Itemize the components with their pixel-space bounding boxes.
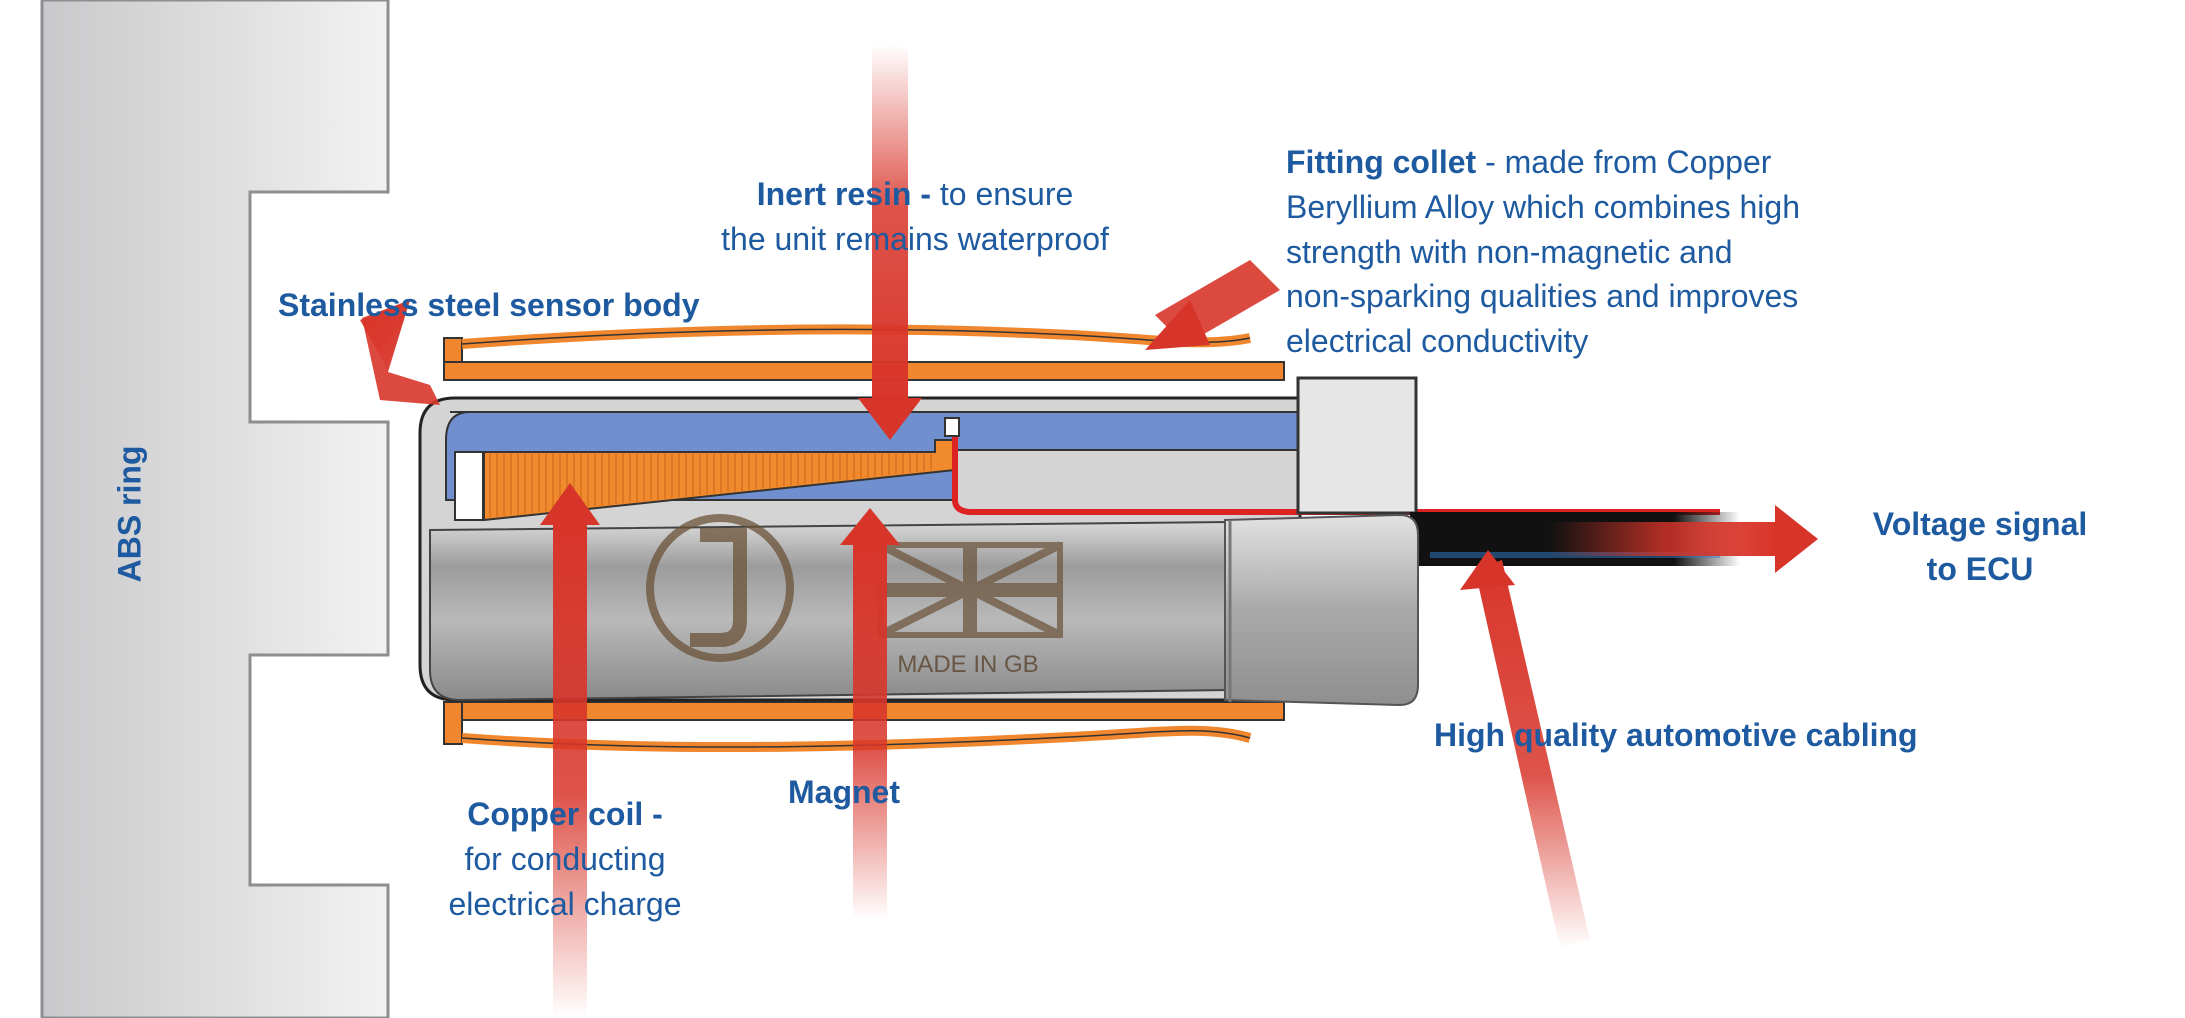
- sensor-cylinder: [429, 520, 1231, 702]
- arrow-voltage-signal: [1550, 505, 1818, 573]
- arrow-sensor-body: [360, 300, 440, 405]
- arrow-magnet: [840, 508, 900, 920]
- label-copper-coil: Copper coil - for conducting electrical …: [400, 792, 730, 926]
- label-voltage-signal: Voltage signal to ECU: [1830, 502, 2130, 592]
- coil-title: Copper coil -: [467, 796, 663, 832]
- collet-line3: strength with non-magnetic and: [1286, 233, 1733, 270]
- collet-line5: electrical conductivity: [1286, 323, 1589, 360]
- collet-line4: non-sparking qualities and improves: [1286, 278, 1799, 315]
- arrow-cabling: [1460, 550, 1590, 948]
- sensor-cap: [1224, 513, 1419, 707]
- coil-line2: for conducting: [464, 840, 666, 877]
- label-abs-ring: ABS ring: [108, 446, 153, 583]
- label-cabling: High quality automotive cabling: [1434, 713, 1918, 758]
- sensor-body-text: Stainless steel sensor body: [278, 287, 700, 323]
- coil-line3: electrical charge: [448, 885, 682, 922]
- arrow-copper-coil: [540, 483, 600, 1018]
- internal-wire: [952, 420, 1720, 515]
- abs-ring: [40, 0, 390, 1018]
- voltage-line1: Voltage signal: [1872, 506, 2088, 542]
- coil-bobbin-end: [454, 451, 484, 521]
- engraved-logo: [646, 514, 794, 662]
- label-magnet: Magnet: [788, 770, 900, 815]
- arrow-inert-resin: [858, 45, 922, 440]
- label-inert-resin: Inert resin - to ensure the unit remains…: [690, 172, 1140, 262]
- collet-line1: - made from Copper: [1476, 144, 1772, 180]
- magnet-text: Magnet: [788, 774, 900, 810]
- collet-end-block: [1296, 376, 1418, 515]
- arrow-fitting-collet: [1145, 260, 1280, 350]
- cabling-text: High quality automotive cabling: [1434, 717, 1918, 753]
- collet-title: Fitting collet: [1286, 144, 1477, 180]
- engraved-marking: MADE IN GB: [897, 651, 1038, 678]
- engraved-union-flag: [877, 541, 1063, 639]
- label-fitting-collet: Fitting collet - made from Copper Beryll…: [1286, 140, 1800, 364]
- abs-ring-text: ABS ring: [111, 445, 148, 583]
- resin-line1: to ensure: [930, 176, 1074, 212]
- resin-title: Inert resin -: [756, 176, 931, 212]
- label-sensor-body: Stainless steel sensor body: [278, 283, 700, 328]
- voltage-line2: to ECU: [1926, 550, 2034, 587]
- collet-line2: Beryllium Alloy which combines high: [1286, 188, 1800, 225]
- wire-terminal: [944, 417, 960, 437]
- resin-line2: the unit remains waterproof: [721, 220, 1109, 257]
